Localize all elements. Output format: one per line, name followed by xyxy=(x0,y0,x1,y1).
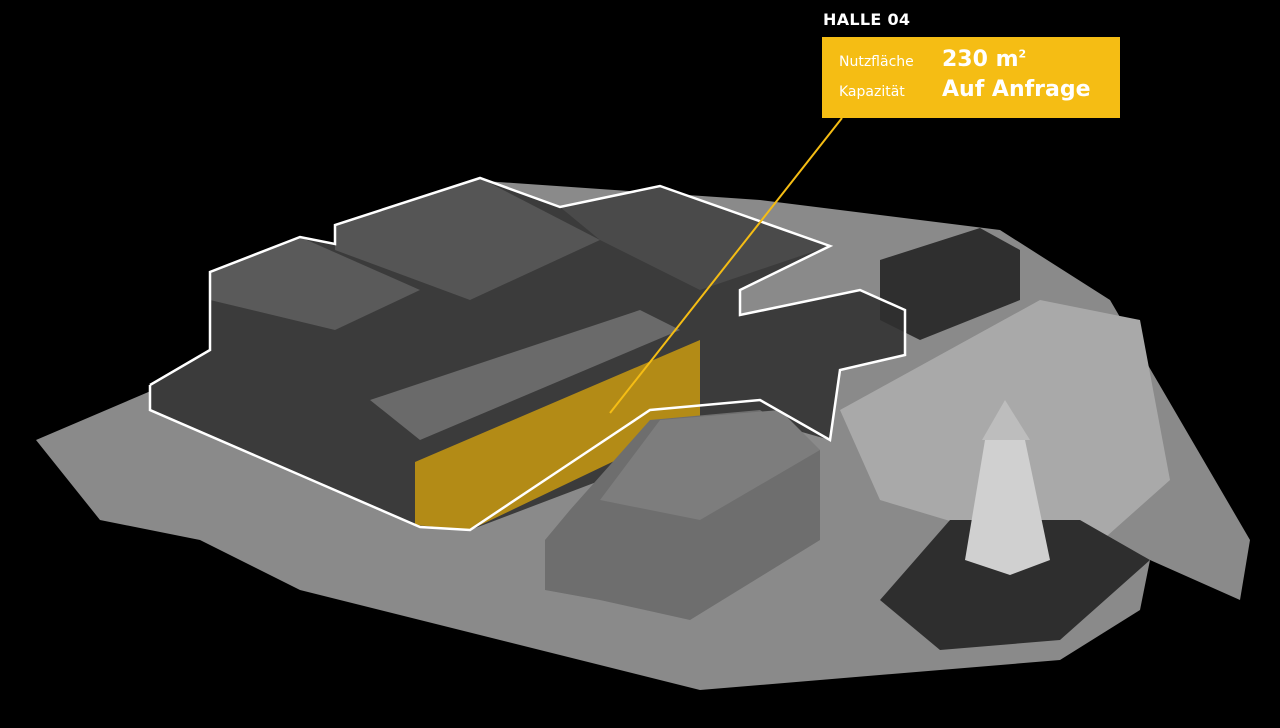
hall-title: HALLE 04 xyxy=(823,10,911,29)
roof-sawtooth xyxy=(335,178,600,300)
historic-roof xyxy=(600,410,820,520)
leader-line xyxy=(609,117,843,414)
area-unit-exponent: 2 xyxy=(1018,47,1027,61)
info-row-area: Nutzfläche 230 m2 xyxy=(839,47,1120,77)
tower xyxy=(965,440,1050,575)
site-outline xyxy=(148,176,907,532)
roof-north xyxy=(560,186,830,290)
area-label: Nutzfläche xyxy=(839,54,914,70)
hall-info-box: Nutzfläche 230 m2 Kapazität Auf Anfrage xyxy=(822,37,1120,118)
capacity-value: Auf Anfrage xyxy=(942,77,1091,102)
hill xyxy=(880,520,1150,650)
area-number: 230 m xyxy=(942,47,1019,72)
area-value: 230 m2 xyxy=(942,47,1026,72)
roof-long-hall xyxy=(370,310,680,440)
tower-roof xyxy=(982,400,1030,440)
halle-04-highlight[interactable] xyxy=(415,340,700,530)
capacity-label: Kapazität xyxy=(839,84,905,100)
annex-right xyxy=(880,228,1020,340)
info-row-capacity: Kapazität Auf Anfrage xyxy=(839,77,1120,107)
roof-main xyxy=(210,237,420,330)
